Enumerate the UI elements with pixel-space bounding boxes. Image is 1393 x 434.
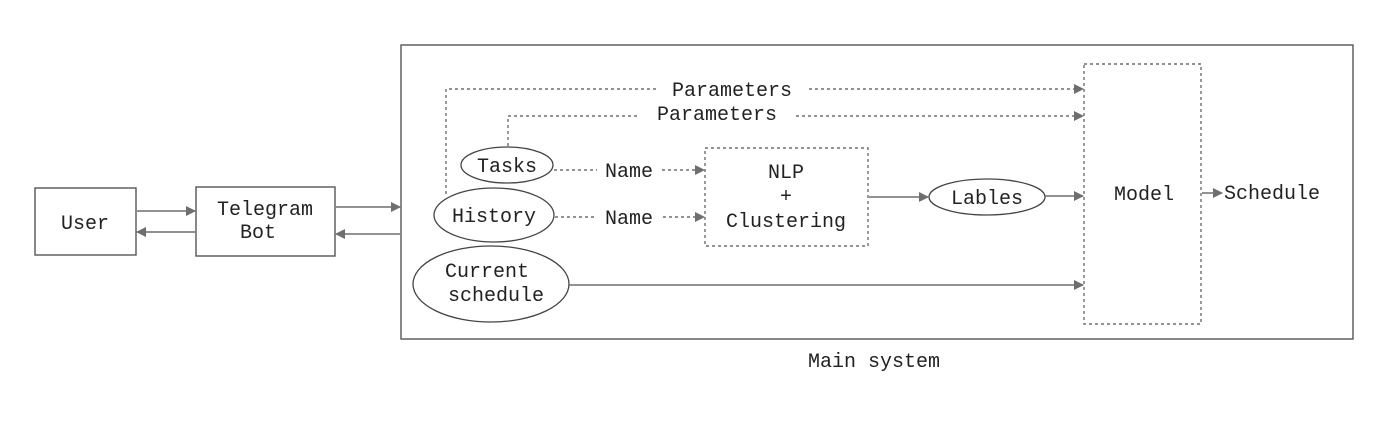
user-box [34,187,137,256]
telegram-bot-label-line1: Telegram [217,199,313,222]
history-node [433,187,555,243]
parameters-label-second: Parameters [657,104,777,127]
tasks-parameters-line [507,111,1084,152]
history-label: History [452,206,536,229]
tasks-label: Tasks [477,156,537,179]
labels-label: Lables [951,188,1023,211]
clustering-label: Clustering [726,211,846,234]
name-label-history: Name [605,208,653,231]
telegram-bot-label-line2: Bot [240,222,276,245]
schedule-output-label: Schedule [1224,183,1320,206]
current-schedule-label-line2: schedule [448,285,544,308]
tasks-node [460,146,554,184]
telegram-bot-box [195,186,336,257]
current-schedule-node [412,245,570,323]
name-label-tasks: Name [605,161,653,184]
parameters-label-top: Parameters [672,80,792,103]
nlp-label: NLP [768,162,804,185]
nlp-clustering-box [704,147,869,247]
plus-label: + [780,186,792,209]
model-label: Model [1114,184,1174,207]
current-schedule-label-line1: Current [445,261,529,284]
main-system-label: Main system [808,351,940,374]
labels-node [928,178,1046,216]
model-box [1083,63,1202,325]
user-label: User [61,213,109,236]
history-parameters-line [445,84,1084,194]
